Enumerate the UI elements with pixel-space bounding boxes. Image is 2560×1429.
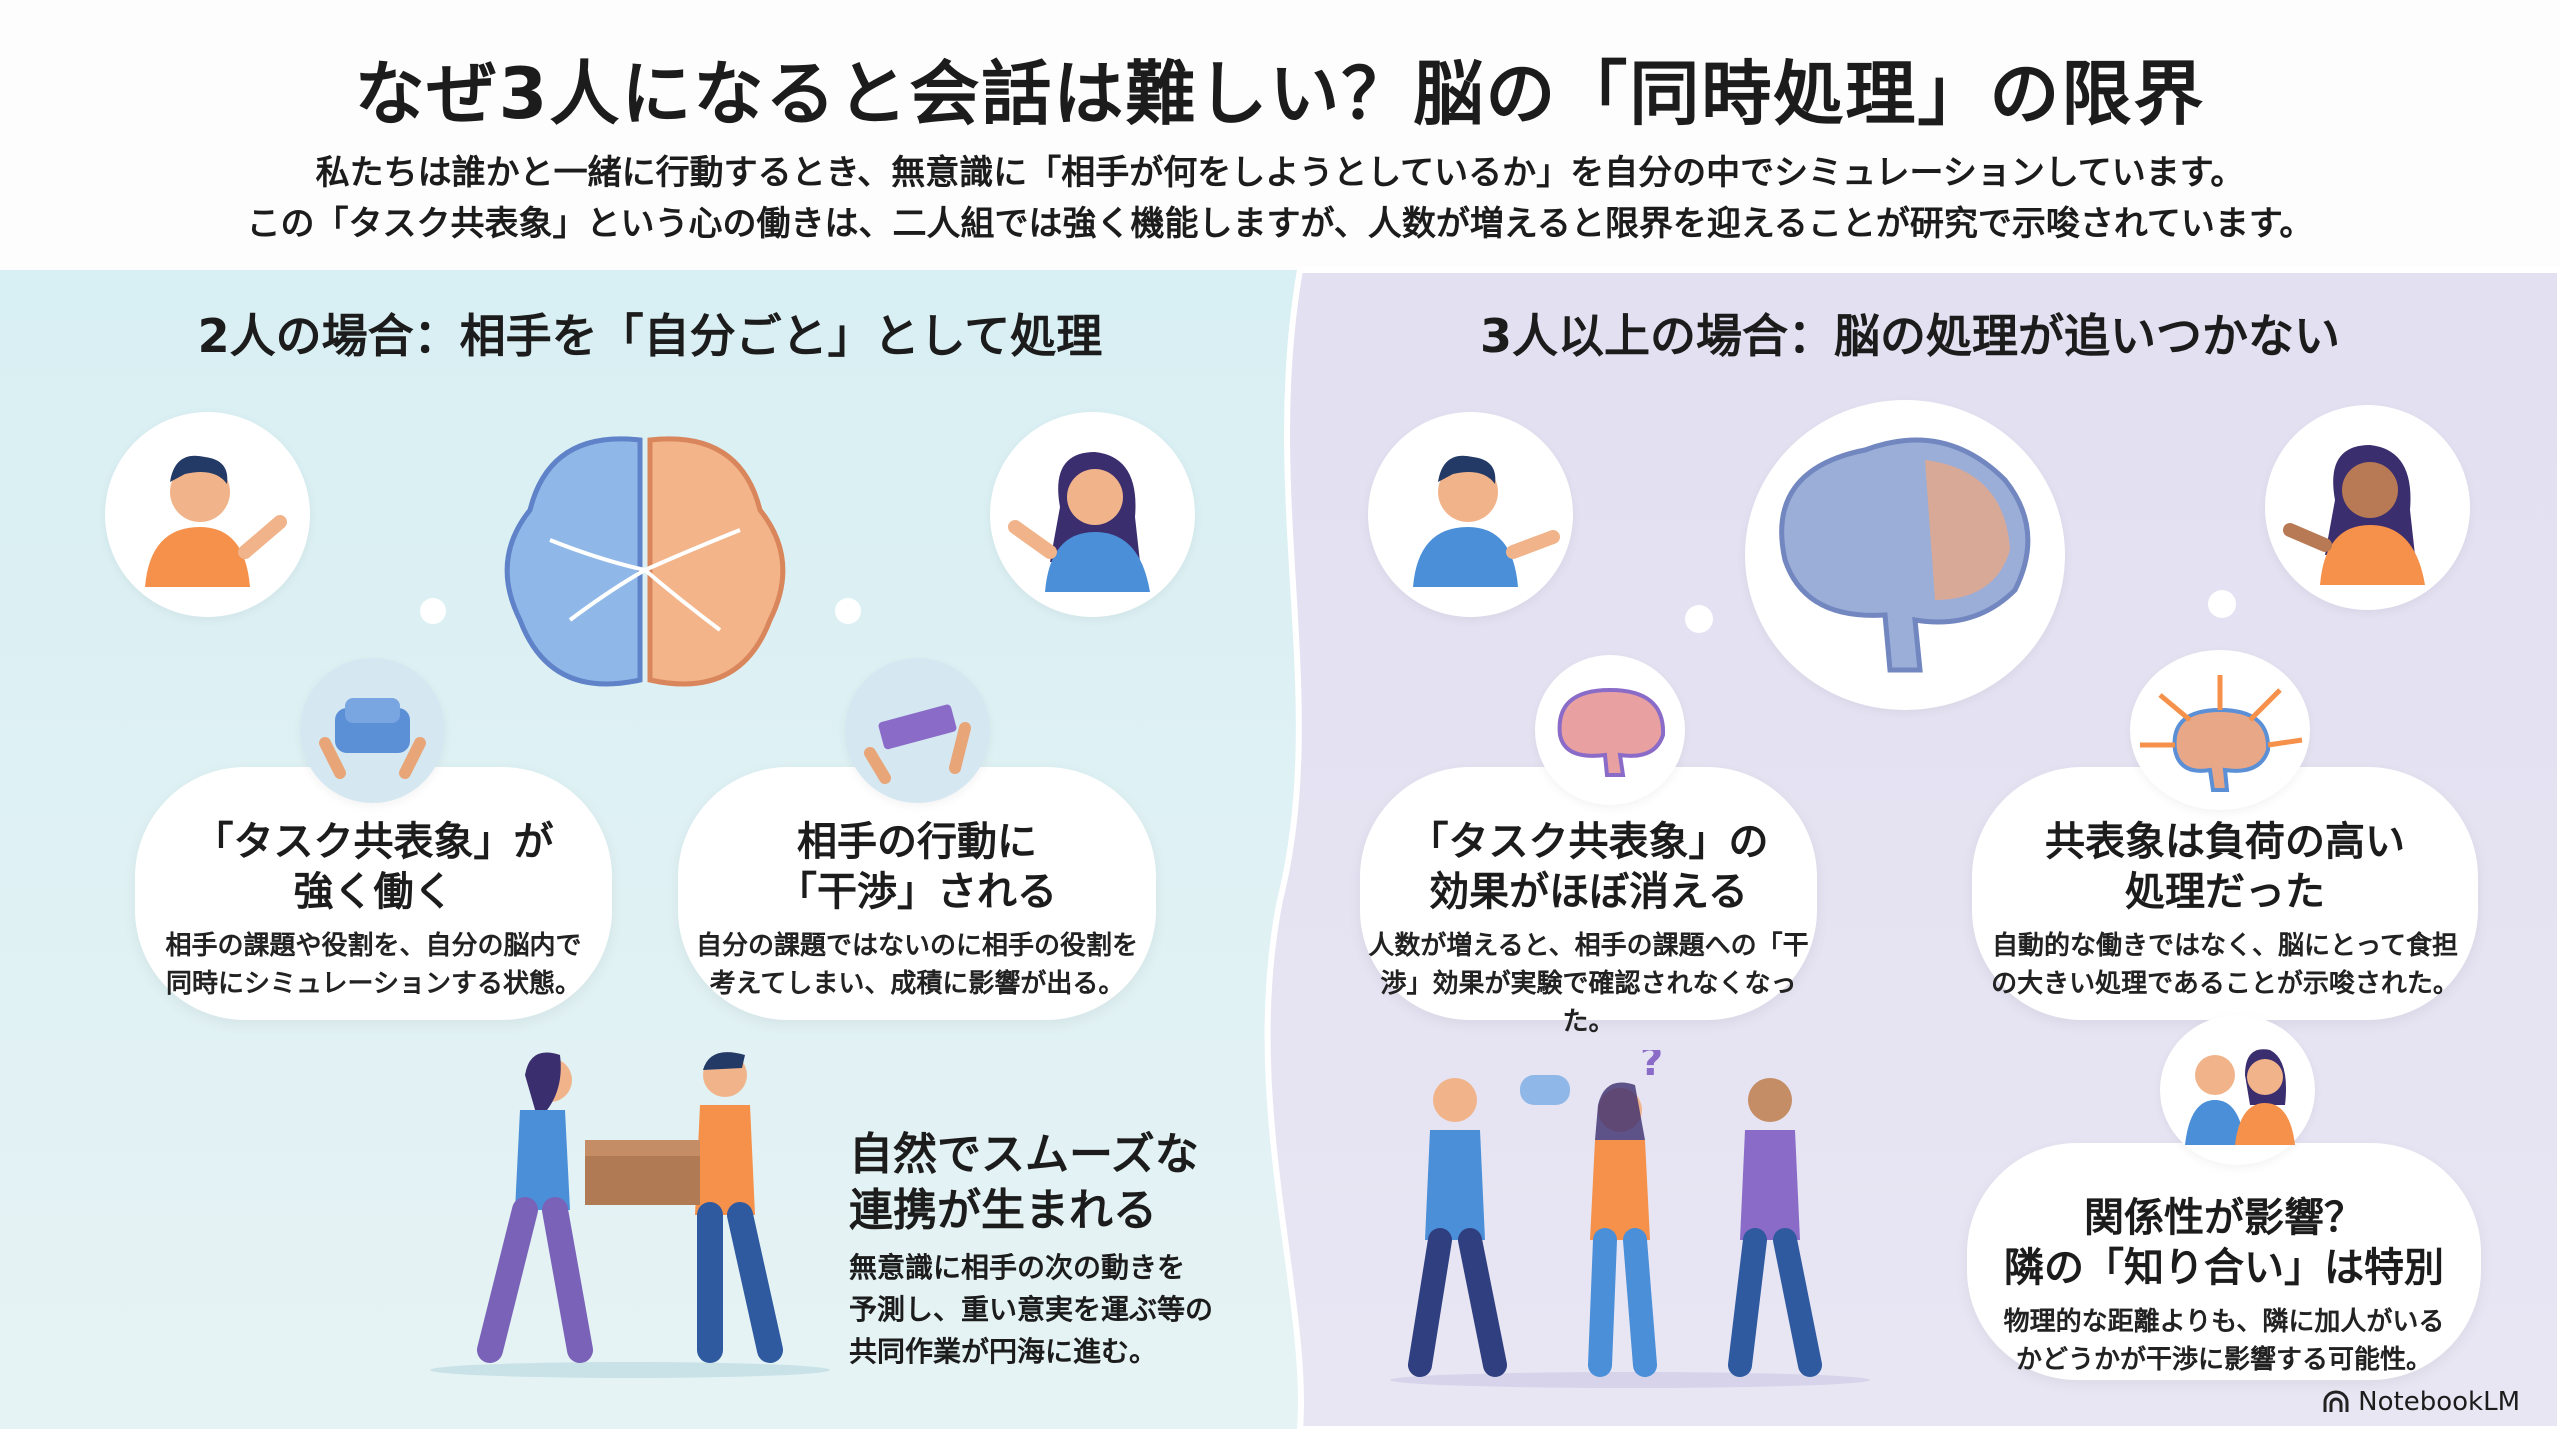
thought-dot — [420, 598, 446, 624]
card-body: 自動的な働きではなく、脳にとって食担 — [1992, 931, 2458, 961]
three-people-confused-illustration: ? — [1370, 1039, 1890, 1390]
left-heading: 2人の場合：相手を「自分ごと」として処理 — [197, 309, 1103, 363]
page-title: なぜ3人になると会話は難しい？脳の「同時処理」の限界 — [354, 53, 2206, 135]
intro-line-2: この「タスク共表象」という心の働きは、二人組では強く機能しますが、人数が増えると… — [246, 204, 2314, 244]
cooperation-body: 共同作業が円海に進む。 — [849, 1335, 1158, 1368]
card-title: 相手の行動に — [797, 819, 1037, 865]
svg-text:?: ? — [1640, 1050, 1663, 1085]
large-brain-illustration — [1745, 400, 2065, 710]
card-title: 「干渉」される — [777, 869, 1057, 915]
notebooklm-logo: NotebookLM — [2322, 1387, 2520, 1417]
overloaded-brain-icon — [2130, 650, 2310, 810]
two-people-carrying-box-illustration — [420, 1040, 840, 1380]
hands-holding-box-icon — [845, 658, 990, 803]
card-body: 自分の課題ではないのに相手の役割を — [695, 931, 1138, 961]
card-title: 共表象は負荷の高い — [2045, 819, 2405, 865]
cooperation-title: 自然でスムーズな — [849, 1129, 1199, 1180]
card-title: 「タスク共表象」の — [1408, 819, 1769, 865]
card-body: 同時にシミュレーションする状態。 — [166, 969, 581, 999]
intro-line-1: 私たちは誰かと一緒に行動するとき、無意識に「相手が何をしようとしているか」を自分… — [315, 153, 2245, 193]
card-body: 考えてしまい、成積に影響が出る。 — [709, 969, 1125, 999]
card-body: かどうかが干渉に影響する可能性。 — [2015, 1345, 2432, 1375]
notebooklm-icon — [2323, 1390, 2349, 1412]
woman-talking-illustration — [990, 412, 1195, 617]
card-body: 物理的な距離よりも、隣に加人がいる — [2003, 1307, 2445, 1337]
connected-brain-illustration — [490, 420, 800, 710]
smooth-cooperation-text: 自然でスムーズな 連携が生まれる 無意識に相手の次の動きを予測し、重い意実を運ぶ… — [849, 1127, 1269, 1373]
thought-dot — [2208, 590, 2236, 618]
thought-dot — [1685, 605, 1713, 633]
card-body: 渉」効果が実験で確認されなくなった。 — [1380, 969, 1797, 1037]
woman-talking-illustration — [2265, 405, 2470, 610]
man-talking-illustration — [105, 412, 310, 617]
couple-icon — [2160, 1015, 2315, 1165]
cooperation-body: 無意識に相手の次の動きを — [849, 1251, 1186, 1284]
card-task-co-representation-strong: 「タスク共表象」が 強く働く 相手の課題や役割を、自分の脳内で同時にシミュレーシ… — [135, 767, 612, 1020]
man-talking-illustration — [1368, 412, 1573, 617]
brain-icon — [1535, 655, 1685, 805]
card-title: 処理だった — [2125, 869, 2325, 915]
card-title: 関係性が影響？ — [2084, 1195, 2364, 1241]
card-body: の大きい処理であることが示唆された。 — [1991, 969, 2459, 999]
card-title: 「タスク共表象」が — [193, 819, 554, 865]
card-title: 効果がほぼ消える — [1429, 869, 1748, 915]
cooperation-body: 予測し、重い意実を運ぶ等の — [849, 1293, 1214, 1326]
card-title: 強く働く — [293, 869, 454, 915]
card-body: 相手の課題や役割を、自分の脳内で — [165, 931, 582, 961]
card-interference: 相手の行動に 「干渉」される 自分の課題ではないのに相手の役割を考えてしまい、成… — [678, 767, 1156, 1020]
card-relationship: 関係性が影響？ 隣の「知り合い」は特別 物理的な距離よりも、隣に加人がいるかどう… — [1967, 1143, 2481, 1380]
right-heading: 3人以上の場合：脳の処理が追いつかない — [1479, 309, 2340, 363]
cooperation-title: 連携が生まれる — [849, 1185, 1157, 1236]
card-title: 隣の「知り合い」は特別 — [2004, 1245, 2444, 1291]
brand-label: NotebookLM — [2358, 1387, 2520, 1417]
hands-holding-sofa-icon — [300, 658, 445, 803]
thought-dot — [835, 598, 861, 624]
card-effect-disappears: 「タスク共表象」の 効果がほぼ消える 人数が増えると、相手の課題への「干渉」効果… — [1360, 767, 1817, 1037]
card-body: 人数が増えると、相手の課題への「干 — [1368, 931, 1809, 961]
